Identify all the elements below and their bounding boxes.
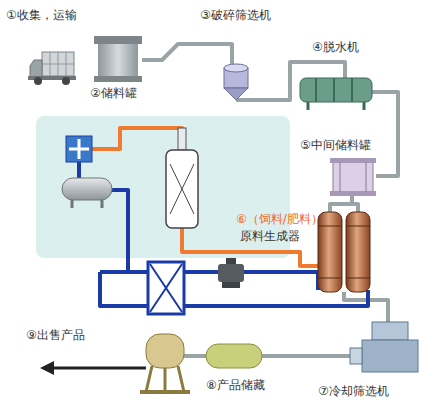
wheel <box>62 77 70 85</box>
tank-body <box>333 162 373 192</box>
tank-flange <box>330 158 376 163</box>
wheel <box>34 77 42 85</box>
silo-base <box>140 390 190 394</box>
pipe <box>330 196 358 212</box>
pipe <box>372 92 398 176</box>
tank-flange <box>330 191 376 196</box>
tank-body <box>98 44 138 76</box>
arrow-line <box>52 367 146 370</box>
tank-base <box>94 76 142 82</box>
part-label: ⑨出售产品 <box>26 328 85 343</box>
pipe <box>142 44 232 64</box>
tank-legs <box>72 200 102 208</box>
pipe <box>77 162 81 178</box>
pump-head <box>226 258 236 264</box>
crusher-cone <box>224 88 248 100</box>
grey-pipes <box>142 44 398 356</box>
pipe <box>112 190 128 272</box>
gas-tank <box>62 178 112 208</box>
part-label: 原料生成器 <box>240 229 300 244</box>
truck-cab <box>30 60 42 78</box>
crusher-icon <box>224 64 248 100</box>
screener-top <box>372 322 408 340</box>
drum-legs <box>308 102 364 110</box>
intermediate-tank <box>330 158 376 196</box>
part-label: ⑤中间储料罐 <box>300 138 371 153</box>
screener-body <box>362 340 418 372</box>
part-label: ③破碎筛选机 <box>200 8 271 23</box>
tank-body <box>62 178 112 200</box>
product-storage <box>206 344 262 368</box>
vessel-bands <box>318 226 370 278</box>
storage-tank <box>94 36 142 82</box>
pump-base <box>222 282 240 288</box>
dewater-machine <box>300 78 372 110</box>
orange-pipes <box>92 128 318 266</box>
pipe <box>100 272 318 290</box>
part-label: ⑧产品储藏 <box>206 378 265 393</box>
fan-box <box>66 136 92 162</box>
valve-body <box>148 262 184 314</box>
vessel-cross <box>170 164 194 214</box>
tank-rim <box>94 36 142 44</box>
silo-body <box>146 334 184 368</box>
vessel-body <box>166 150 198 228</box>
truck-icon <box>28 52 76 85</box>
part-label: ①收集，运输 <box>6 8 77 23</box>
vessel <box>346 212 370 292</box>
pipe <box>182 228 318 266</box>
fan-cross <box>69 139 89 159</box>
part-label: ④脱水机 <box>312 40 359 55</box>
silo-legs <box>146 366 184 392</box>
arrow-head <box>40 361 54 375</box>
valve-cross <box>150 264 182 312</box>
tank-ribs <box>340 162 366 192</box>
blue-pipes <box>79 162 368 306</box>
product-silo <box>140 334 190 394</box>
reactor-vessel <box>166 128 198 228</box>
truck-cargo <box>42 52 74 76</box>
part-label: ②储料罐 <box>90 86 137 101</box>
sale-arrow <box>40 361 146 375</box>
pipe <box>92 128 182 150</box>
crusher-top <box>224 64 248 72</box>
screener-outlet <box>350 348 362 364</box>
generator-vessels <box>318 212 370 292</box>
truck-grid <box>42 52 74 76</box>
dewater-drum <box>300 78 372 102</box>
fan-icon <box>66 136 92 162</box>
cooling-screener <box>350 322 418 372</box>
pump-body <box>218 264 244 282</box>
pump-icon <box>218 258 244 288</box>
vessel-neck <box>178 128 186 150</box>
valve-box <box>148 262 184 314</box>
part-label: ⑦冷却筛选机 <box>318 384 389 399</box>
drum-bands <box>316 78 352 102</box>
part-label: ⑥（饲料/肥料） <box>236 212 323 227</box>
